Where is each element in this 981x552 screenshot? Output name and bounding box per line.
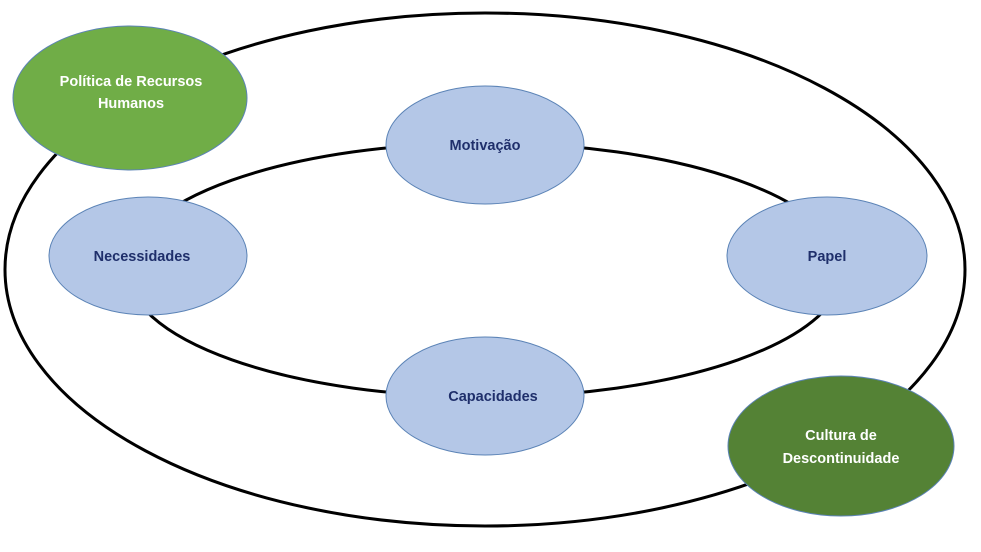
node-politica: Política de Recursos Humanos — [12, 25, 248, 171]
node-capacidades-shape — [385, 336, 585, 456]
node-necessidades-label: Necessidades — [94, 249, 191, 265]
node-papel-label: Papel — [808, 249, 847, 265]
node-papel-shape — [726, 196, 928, 316]
node-cultura-shape — [727, 375, 955, 517]
node-politica-shape — [12, 25, 248, 171]
node-cultura-label-line1: Cultura de — [805, 428, 877, 444]
node-politica-label-line1: Política de Recursos — [60, 74, 203, 90]
node-motivacao-shape — [385, 85, 585, 205]
node-politica-label-line2: Humanos — [98, 96, 164, 112]
node-necessidades-shape — [48, 196, 248, 316]
node-capacidades: Capacidades — [385, 336, 585, 456]
outer-ring — [3, 11, 967, 528]
node-motivacao-label: Motivação — [450, 138, 521, 154]
node-necessidades: Necessidades — [48, 196, 248, 316]
node-papel: Papel — [726, 196, 928, 316]
node-motivacao: Motivação — [385, 85, 585, 205]
node-capacidades-label: Capacidades — [448, 389, 537, 405]
node-cultura-label-line2: Descontinuidade — [783, 451, 900, 467]
node-cultura: Cultura de Descontinuidade — [727, 375, 955, 517]
